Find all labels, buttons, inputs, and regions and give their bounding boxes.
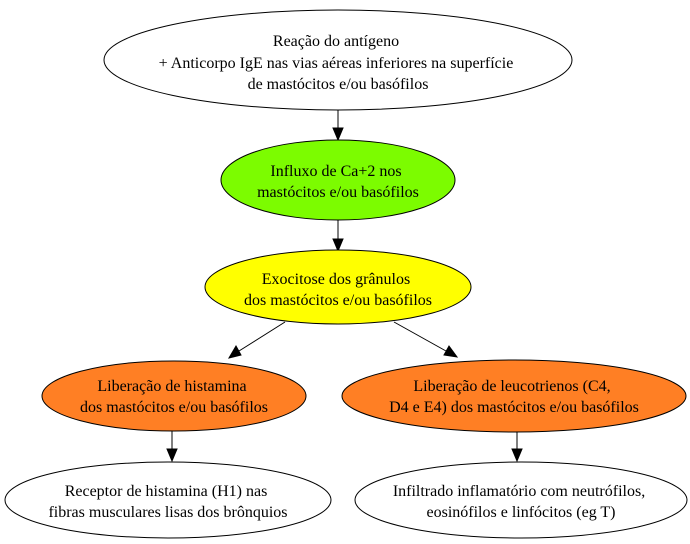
arrow-head-icon (227, 344, 242, 359)
node-label-line: Liberação de histamina (97, 378, 246, 395)
arrow-head-icon (166, 448, 178, 463)
node-antigen-reaction: Reação do antígeno + Anticorpo IgE nas v… (103, 9, 573, 111)
node-label-line: de mastócitos e/ou basófilos (248, 76, 429, 93)
svg-text:Liberação de leucotrienos (C4,: Liberação de leucotrienos (C4, D4 e E4) … (389, 378, 639, 416)
node-inflammatory-infiltrate: Infiltrado inflamatório com neutrófilos,… (354, 461, 688, 539)
node-label-line: mastócitos e/ou basófilos (257, 184, 419, 201)
node-label-line: Receptor de histamina (H1) nas (65, 483, 268, 500)
svg-text:Infiltrado inflamatório com ne: Infiltrado inflamatório com neutrófilos,… (393, 483, 649, 521)
node-label-line: Influxo de Ca+2 nos (270, 163, 401, 180)
edge-histamine-to-receptor (166, 430, 178, 463)
node-histamine-release: Liberação de histamina dos mastócitos e/… (41, 360, 307, 432)
node-label-line: eosinófilos e linfócitos (eg T) (427, 504, 616, 521)
edge-reaction-to-calcium (332, 109, 344, 142)
arrow-head-icon (332, 238, 344, 253)
node-label-line: D4 e E4) dos mastócitos e/ou basófilos (389, 399, 639, 416)
node-granule-exocytosis: Exocitose dos grânulos dos mastócitos e/… (204, 249, 472, 325)
node-label-line: Liberação de leucotrienos (C4, (413, 378, 610, 395)
svg-text:Receptor de histamina (H1) nas: Receptor de histamina (H1) nas fibras mu… (48, 483, 287, 521)
node-label-line: + Anticorpo IgE nas vias aéreas inferior… (159, 55, 514, 72)
node-label-line: dos mastócitos e/ou basófilos (244, 292, 432, 309)
node-leukotriene-release: Liberação de leucotrienos (C4, D4 e E4) … (341, 359, 687, 433)
svg-text:Influxo de Ca+2 nos mast: Influxo de Ca+2 nos mastócitos e/ou basó… (257, 163, 419, 201)
arrow-head-icon (511, 448, 523, 463)
node-label-line: Reação do antígeno (273, 33, 399, 50)
node-calcium-influx: Influxo de Ca+2 nos mastócitos e/ou basó… (220, 139, 456, 221)
edge-calcium-to-exocytosis (332, 220, 344, 253)
node-histamine-receptor: Receptor de histamina (H1) nas fibras mu… (4, 461, 332, 539)
node-label-line: Exocitose dos grânulos (262, 271, 410, 288)
svg-text:Reação do antígeno + Ant: Reação do antígeno + Anticorpo IgE nas v… (159, 33, 518, 93)
edge-exocytosis-to-leukotrienes (393, 321, 459, 358)
arrow-head-icon (332, 127, 344, 142)
edge-leukotrienes-to-infiltrate (511, 430, 523, 463)
node-label-line: fibras musculares lisas dos brônquios (48, 504, 287, 521)
node-label-line: dos mastócitos e/ou basófilos (80, 399, 268, 416)
edge-exocytosis-to-histamine (227, 321, 286, 359)
svg-text:Liberação de histamina d: Liberação de histamina dos mastócitos e/… (80, 378, 268, 416)
svg-text:Exocitose dos grânulos d: Exocitose dos grânulos dos mastócitos e/… (244, 271, 432, 309)
arrow-head-icon (443, 345, 459, 358)
node-label-line: Infiltrado inflamatório com neutrófilos, (393, 483, 645, 500)
